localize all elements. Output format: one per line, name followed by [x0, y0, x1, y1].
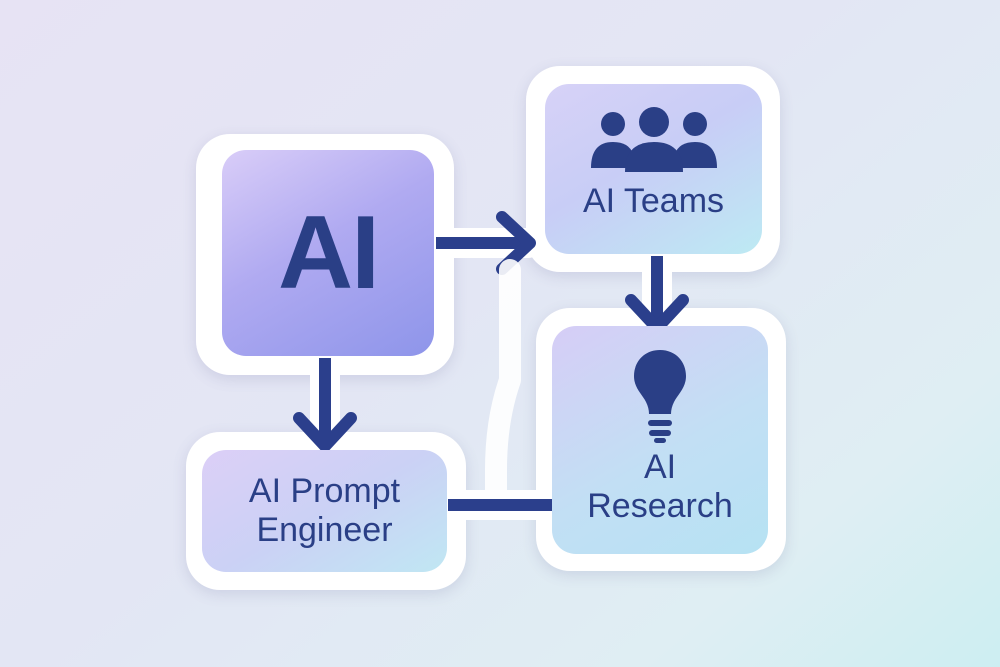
ai-research-node: AI Research	[552, 326, 768, 554]
ai-research-label-line2: Research	[587, 487, 733, 525]
ai-node-label: AI	[278, 195, 380, 311]
ai-teams-node: AI Teams	[545, 84, 762, 254]
ai-node: AI	[222, 150, 434, 356]
lightbulb-icon	[634, 349, 686, 443]
people-icon	[590, 107, 717, 173]
arrowhead-down-icon	[293, 412, 357, 452]
edge-prompt-to-research	[448, 259, 552, 520]
ai-prompt-engineer-label-line2: Engineer	[256, 511, 393, 549]
edge-ai-to-prompt	[293, 343, 357, 463]
ai-prompt-engineer-node: AI Prompt Engineer	[202, 450, 447, 572]
ai-research-label-line1: AI	[643, 447, 677, 486]
ai-prompt-engineer-label-line1: AI Prompt	[248, 471, 401, 510]
ai-teams-node-label: AI Teams	[582, 182, 725, 221]
edge-teams-to-research	[625, 241, 689, 345]
